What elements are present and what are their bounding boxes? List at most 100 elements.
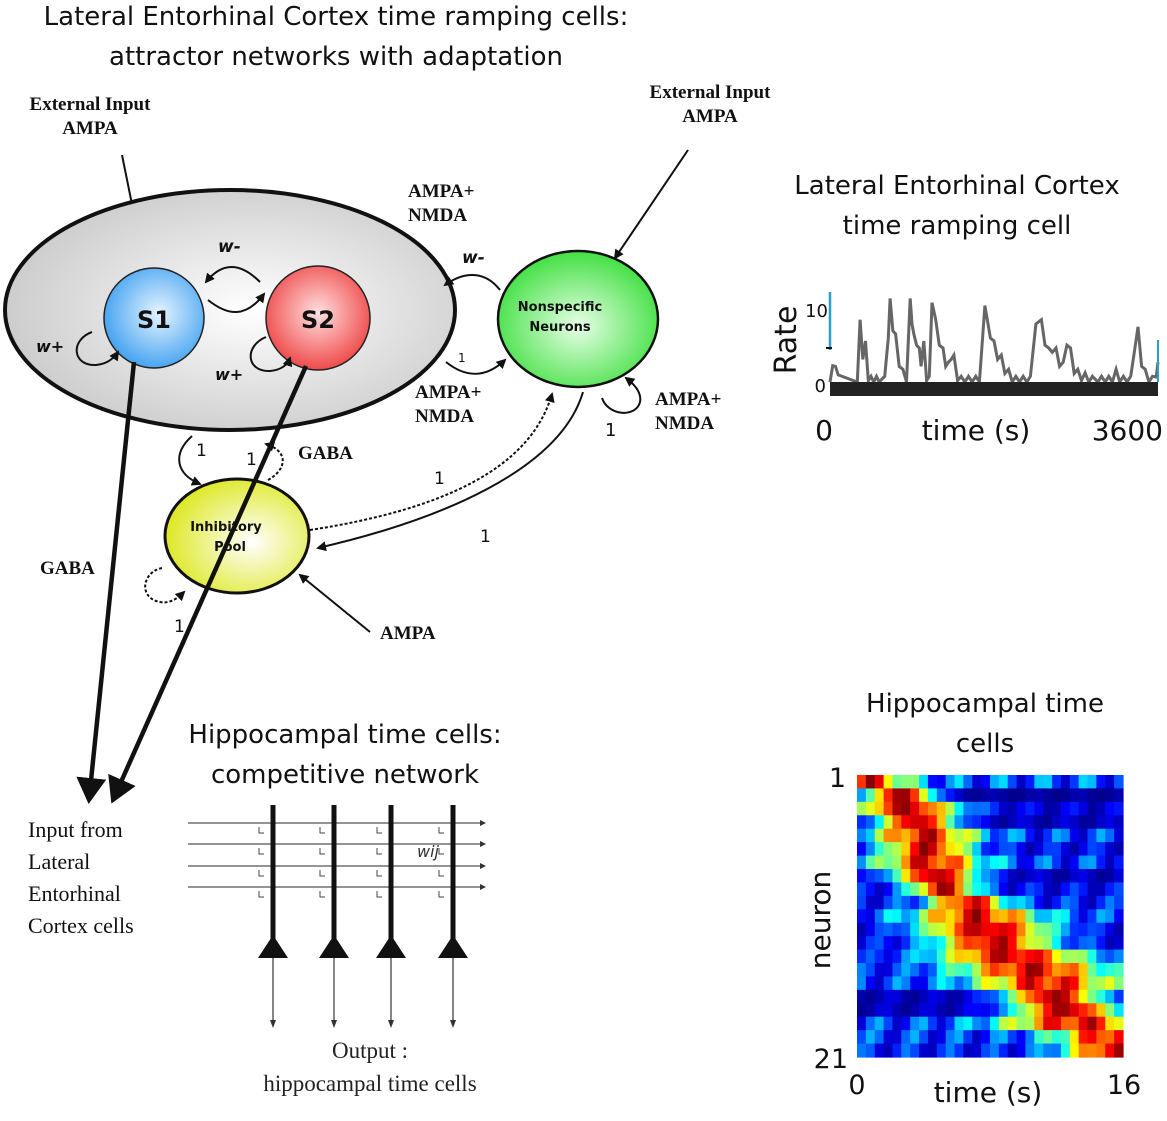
ext-input-left-line-1: External Input [29, 94, 151, 115]
heatmap-cell [865, 775, 876, 790]
heatmap-cell [1114, 895, 1124, 910]
competitive-title-line-2: competitive network [210, 760, 480, 790]
ext-input-right-arrow [613, 149, 689, 260]
heatmap-cell [1096, 882, 1106, 897]
synapse-glyph [319, 870, 325, 877]
heatmap-cell [883, 869, 894, 884]
neuron-soma-triangle [258, 935, 288, 958]
heatmap-cell [990, 842, 1000, 857]
heatmap-cell [1007, 1003, 1018, 1018]
ampa-nmda-right-line-1: AMPA+ [655, 389, 722, 410]
weight-one-label: 1 [174, 617, 185, 637]
heatmap-cell [910, 855, 920, 870]
heatmap-cell [874, 936, 885, 951]
heatmap-cell [998, 869, 1009, 884]
heatmap-cell [990, 801, 1000, 816]
heatmap-cell [981, 1043, 991, 1058]
ampa-nmda-top-line-1: AMPA+ [408, 181, 475, 202]
output-axon-arrowhead [450, 1020, 456, 1028]
heatmap-cell [1105, 1043, 1115, 1058]
heatmap-cell [972, 869, 982, 884]
output-axon-arrowhead [388, 1020, 394, 1028]
heatmap-cell [1043, 842, 1053, 857]
heatmap-cell [972, 922, 982, 937]
heatmap-cell [1114, 989, 1124, 1004]
selective-pool-ellipse [3, 188, 457, 432]
heatmap-cell [1025, 989, 1035, 1004]
competitive-network-title: Hippocampal time cells: competitive netw… [160, 718, 530, 792]
heatmap-cell [963, 882, 973, 897]
heatmap-cell [1078, 828, 1089, 843]
heatmap-cell [919, 801, 929, 816]
heatmap-cell [1016, 989, 1027, 1004]
heatmap-cell [945, 828, 956, 843]
heatmap-cell [1087, 842, 1097, 857]
heatmap-cell [1069, 788, 1080, 803]
heatmap-cell [1105, 828, 1115, 843]
heatmap-cell [927, 828, 938, 843]
w-minus-arrow-s2-to-s1 [204, 266, 261, 284]
heatmap-cell [874, 815, 885, 830]
ampa-nmda-top-label: AMPA+ NMDA [408, 180, 498, 228]
heatmap-cell [892, 882, 902, 897]
heatmap-cell [857, 922, 867, 937]
ramping-chart-title: Lateral Entorhinal Cortex time ramping c… [794, 171, 1120, 241]
neuron-soma-triangle [438, 935, 468, 958]
heatmap-cell [998, 949, 1009, 964]
heatmap-cell [857, 801, 867, 816]
heatmap-cell [1105, 1030, 1115, 1045]
heatmap-cell [1007, 989, 1018, 1004]
heatmap-cell [901, 882, 911, 897]
heatmap-cell [1034, 882, 1044, 897]
heatmap-cell [972, 775, 982, 790]
heatmap-cell [963, 855, 973, 870]
heatmap-cell [963, 801, 973, 816]
synapse-glyph [376, 870, 382, 877]
heatmap-cell [998, 815, 1009, 830]
heatmap-cell [883, 882, 894, 897]
heatmap-cell [865, 855, 876, 870]
heatmap-cell [927, 1003, 938, 1018]
heatmap-cell [1025, 936, 1035, 951]
heatmap-cell [919, 1043, 929, 1058]
heatmap-cell [1016, 1043, 1027, 1058]
heatmap-cell [1087, 815, 1097, 830]
heatmap-cell [874, 909, 885, 924]
heatmap-cell [1025, 828, 1035, 843]
heatmap-cell [1078, 949, 1089, 964]
heatmap-cell [1105, 936, 1115, 951]
heatmap-cell [954, 815, 964, 830]
heatmap-cell [998, 909, 1009, 924]
heatmap-cell [1096, 869, 1106, 884]
heatmap-cell [972, 1043, 982, 1058]
heatmap-cell [1078, 788, 1089, 803]
heatmap-cell [910, 949, 920, 964]
heatmap-cell [981, 976, 991, 991]
heatmap-cell [883, 775, 894, 790]
heatmap-cell [1087, 828, 1097, 843]
attractor-network-diagram: S1 S2 Nonspecific Neurons Inhibitory Poo… [3, 149, 689, 804]
heatmap-cell [1096, 1003, 1106, 1018]
heatmap-cell [1007, 1043, 1018, 1058]
heatmap-x-tick-0: 0 [848, 1070, 865, 1101]
heatmap-cell [1114, 815, 1124, 830]
heatmap-cell [1069, 775, 1080, 790]
heatmap-cell [936, 882, 947, 897]
heatmap-cell [981, 801, 991, 816]
heatmap-cell [883, 855, 894, 870]
heatmap-cell [1087, 989, 1097, 1004]
heatmap-cell [1078, 1030, 1089, 1045]
heatmap-cell [1043, 801, 1053, 816]
heatmap-cell [1060, 801, 1071, 816]
heatmap-cell [954, 895, 964, 910]
heatmap-cell [910, 882, 920, 897]
heatmap-cell [901, 922, 911, 937]
heatmap-cell [1052, 936, 1062, 951]
inhibitory-self-loop [144, 567, 186, 604]
heatmap-cell [954, 949, 964, 964]
input-axon-arrowhead [480, 820, 486, 826]
w-plus-label-s1: w+ [36, 337, 64, 356]
ampa-nmda-top-line-2: NMDA [408, 205, 468, 226]
heatmap-cell [892, 855, 902, 870]
heatmap-cell [1043, 1016, 1053, 1031]
